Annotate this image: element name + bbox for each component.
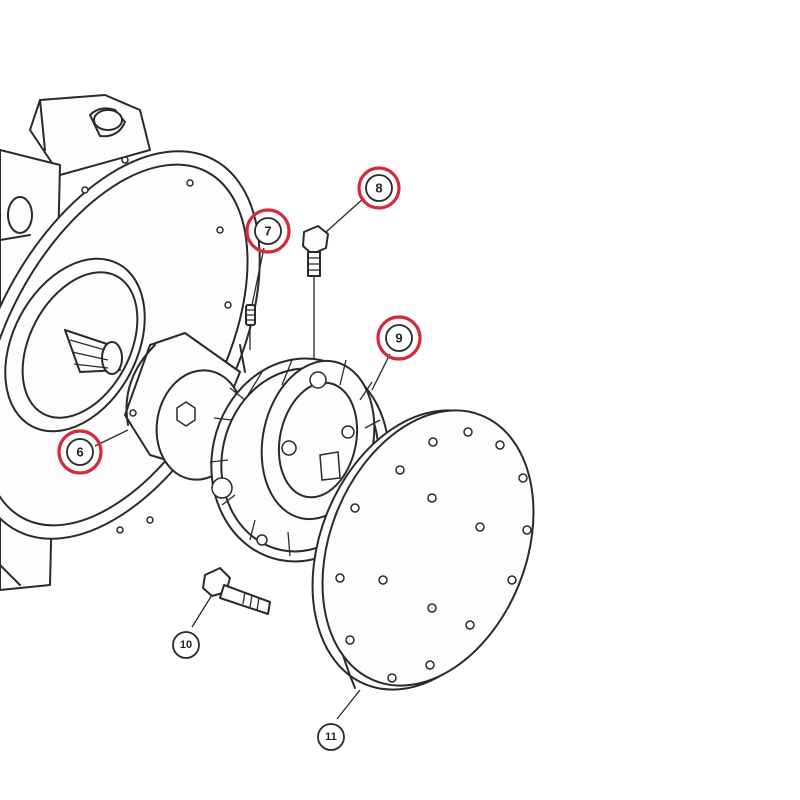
set-screw-part-7 — [245, 304, 256, 350]
flywheel-plate-part-11 — [311, 409, 535, 691]
callout-7[interactable]: 7 — [245, 208, 291, 254]
callout-6-label: 6 — [76, 445, 83, 460]
callout-9-label: 9 — [395, 331, 402, 346]
callout-10[interactable]: 10 — [172, 631, 200, 659]
callout-10-label: 10 — [180, 639, 192, 651]
callout-6[interactable]: 6 — [57, 429, 103, 475]
callout-11-label: 11 — [325, 731, 337, 743]
callout-8[interactable]: 8 — [357, 166, 401, 210]
callout-7-label: 7 — [264, 224, 271, 239]
bolt-part-8 — [302, 225, 329, 360]
callout-11[interactable]: 11 — [317, 723, 345, 751]
callout-8-label: 8 — [375, 181, 382, 196]
bolt-part-10 — [202, 567, 271, 615]
callout-9[interactable]: 9 — [376, 315, 422, 361]
leader-lines — [94, 197, 391, 720]
